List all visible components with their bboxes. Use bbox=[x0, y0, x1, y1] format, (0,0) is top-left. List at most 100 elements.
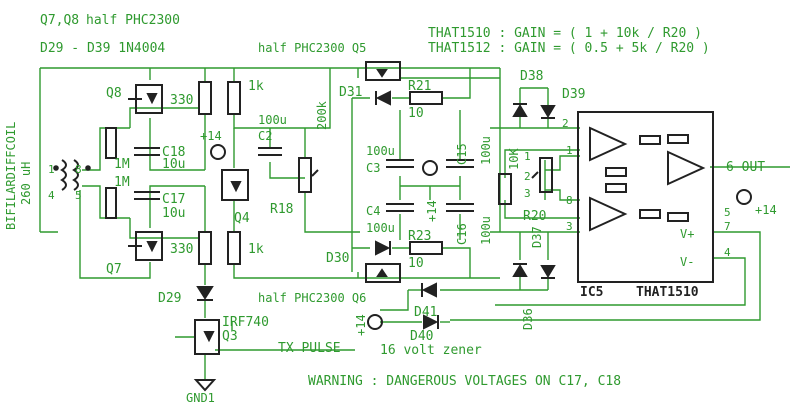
c2-symbol bbox=[258, 147, 282, 156]
d37-label: D37 bbox=[530, 226, 544, 248]
c15-label: C15 bbox=[455, 143, 469, 165]
r-1k-top-symbol bbox=[227, 81, 241, 115]
plus14-b-label: +14 bbox=[425, 200, 439, 222]
d38-diode-symbol bbox=[512, 103, 528, 117]
plus14-c-label: +14 bbox=[354, 314, 368, 336]
r-1k-top-label: 1k bbox=[248, 79, 264, 94]
plus14-terminal-b bbox=[422, 160, 438, 176]
ic5-name: IC5 bbox=[580, 285, 603, 300]
coil-pin-8: 8 bbox=[75, 163, 82, 176]
ic5-package bbox=[577, 111, 714, 283]
c3-symbol bbox=[386, 159, 414, 168]
c2-label: C2 bbox=[258, 129, 272, 143]
r20-pot-value: 10K bbox=[507, 148, 521, 170]
ic5-internal-resistor-f bbox=[667, 212, 689, 222]
c4-value: 100u bbox=[366, 221, 395, 235]
wires bbox=[39, 67, 790, 380]
d30-label: D30 bbox=[326, 251, 349, 266]
coil-pin-1: 1 bbox=[48, 163, 55, 176]
header-half-phc: half PHC2300 bbox=[86, 13, 180, 28]
d37-diode-symbol bbox=[512, 263, 528, 277]
ic5-pin-7: 7 bbox=[724, 220, 731, 233]
r20-potentiometer-symbol bbox=[531, 157, 553, 193]
coil-value: 260 uH bbox=[19, 162, 33, 205]
q8-transistor-symbol bbox=[128, 84, 163, 114]
r23-symbol bbox=[409, 241, 443, 255]
r20-pot-pin-1: 1 bbox=[524, 150, 531, 163]
c3-label: C3 bbox=[366, 161, 380, 175]
labels: Q7,Q8 half PHC2300 D29 - D39 1N4004 THAT… bbox=[4, 13, 777, 405]
gnd-symbol bbox=[193, 379, 217, 392]
r23-value: 10 bbox=[408, 256, 424, 271]
formula-that1512: THAT1512 : GAIN = ( 0.5 + 5k / R20 ) bbox=[428, 41, 710, 56]
c4-label: C4 bbox=[366, 204, 380, 218]
d40-diode-symbol bbox=[423, 314, 439, 330]
r-1k-bottom-label: 1k bbox=[248, 242, 264, 257]
r20-label: R20 bbox=[523, 209, 546, 224]
r21-symbol bbox=[409, 91, 443, 105]
q8-label: Q8 bbox=[106, 86, 122, 101]
r20-fixed-symbol bbox=[498, 173, 512, 205]
r20-pot-pin-2: 2 bbox=[524, 170, 531, 183]
c17-value: 10u bbox=[162, 206, 185, 221]
c17-label: C17 bbox=[162, 192, 185, 207]
ic5-internal-resistor-b bbox=[605, 183, 627, 193]
plus14-a-label: +14 bbox=[200, 129, 222, 143]
d31-label: D31 bbox=[339, 85, 362, 100]
q3-label: Q3 bbox=[222, 329, 238, 344]
d31-diode-symbol bbox=[375, 90, 391, 106]
ic5-internal-resistor-a bbox=[605, 167, 627, 177]
r21-label: R21 bbox=[408, 79, 431, 94]
ic5-internal-resistor-d bbox=[639, 209, 661, 219]
q4-transistor-symbol bbox=[221, 169, 249, 201]
q7-label: Q7 bbox=[106, 262, 122, 277]
q4-label: Q4 bbox=[234, 211, 250, 226]
r20-pot-pin-3: 3 bbox=[524, 187, 531, 200]
r18-label: R18 bbox=[270, 202, 293, 217]
ic5-pin-4: 4 bbox=[724, 246, 731, 259]
q6-transistor-symbol bbox=[365, 263, 401, 283]
c16-label: C16 bbox=[455, 223, 469, 245]
header-q7q8: Q7,Q8 bbox=[40, 13, 79, 28]
c15-symbol bbox=[446, 159, 474, 168]
formula-that1510: THAT1510 : GAIN = ( 1 + 10k / R20 ) bbox=[428, 26, 702, 41]
ic5-opamp-b bbox=[589, 196, 628, 232]
d39-diode-symbol bbox=[540, 105, 556, 119]
warning-label: WARNING : DANGEROUS VOLTAGES ON C17, C18 bbox=[308, 374, 621, 389]
d29-diode-symbol bbox=[196, 286, 214, 301]
c15-value: 100u bbox=[479, 136, 493, 165]
ic5-pin-2: 2 bbox=[562, 117, 569, 130]
coil-symbol bbox=[53, 159, 91, 191]
ic5-pin-1: 1 bbox=[566, 144, 573, 157]
r-200k-label: 200k bbox=[315, 100, 329, 130]
q5-transistor-symbol bbox=[365, 61, 401, 81]
d41-label: D41 bbox=[414, 305, 437, 320]
c3-value: 100u bbox=[366, 144, 395, 158]
plus14-terminal-d bbox=[736, 189, 752, 205]
ic5-vplus-label: V+ bbox=[680, 227, 694, 241]
d38-label: D38 bbox=[520, 69, 543, 84]
ic5-opamp-out bbox=[667, 150, 706, 186]
r-1m-b-label: 1M bbox=[114, 175, 130, 190]
ic5-internal-resistor-c bbox=[639, 135, 661, 145]
ic5-vminus-label: V- bbox=[680, 255, 694, 269]
coil-pin-5: 5 bbox=[75, 189, 82, 202]
plus14-terminal-a bbox=[210, 144, 226, 160]
c18-symbol bbox=[134, 147, 160, 156]
coil-name: BIFILARDIFFCOIL bbox=[4, 122, 18, 230]
d36-diode-symbol bbox=[540, 265, 556, 279]
c18-value: 10u bbox=[162, 157, 185, 172]
d40-label: D40 bbox=[410, 329, 433, 344]
ic5-opamp-a bbox=[589, 126, 628, 162]
c4-symbol bbox=[386, 203, 414, 212]
ic5-pin-8: 8 bbox=[566, 194, 573, 207]
tx-pulse-label: TX PULSE bbox=[278, 341, 341, 356]
c17-symbol bbox=[134, 191, 160, 200]
q3-mosfet-symbol bbox=[194, 319, 220, 355]
r23-label: R23 bbox=[408, 229, 431, 244]
r-330-top-symbol bbox=[198, 81, 212, 115]
q3-part-label: IRF740 bbox=[222, 315, 269, 330]
q5-label: half PHC2300 Q5 bbox=[258, 41, 366, 55]
